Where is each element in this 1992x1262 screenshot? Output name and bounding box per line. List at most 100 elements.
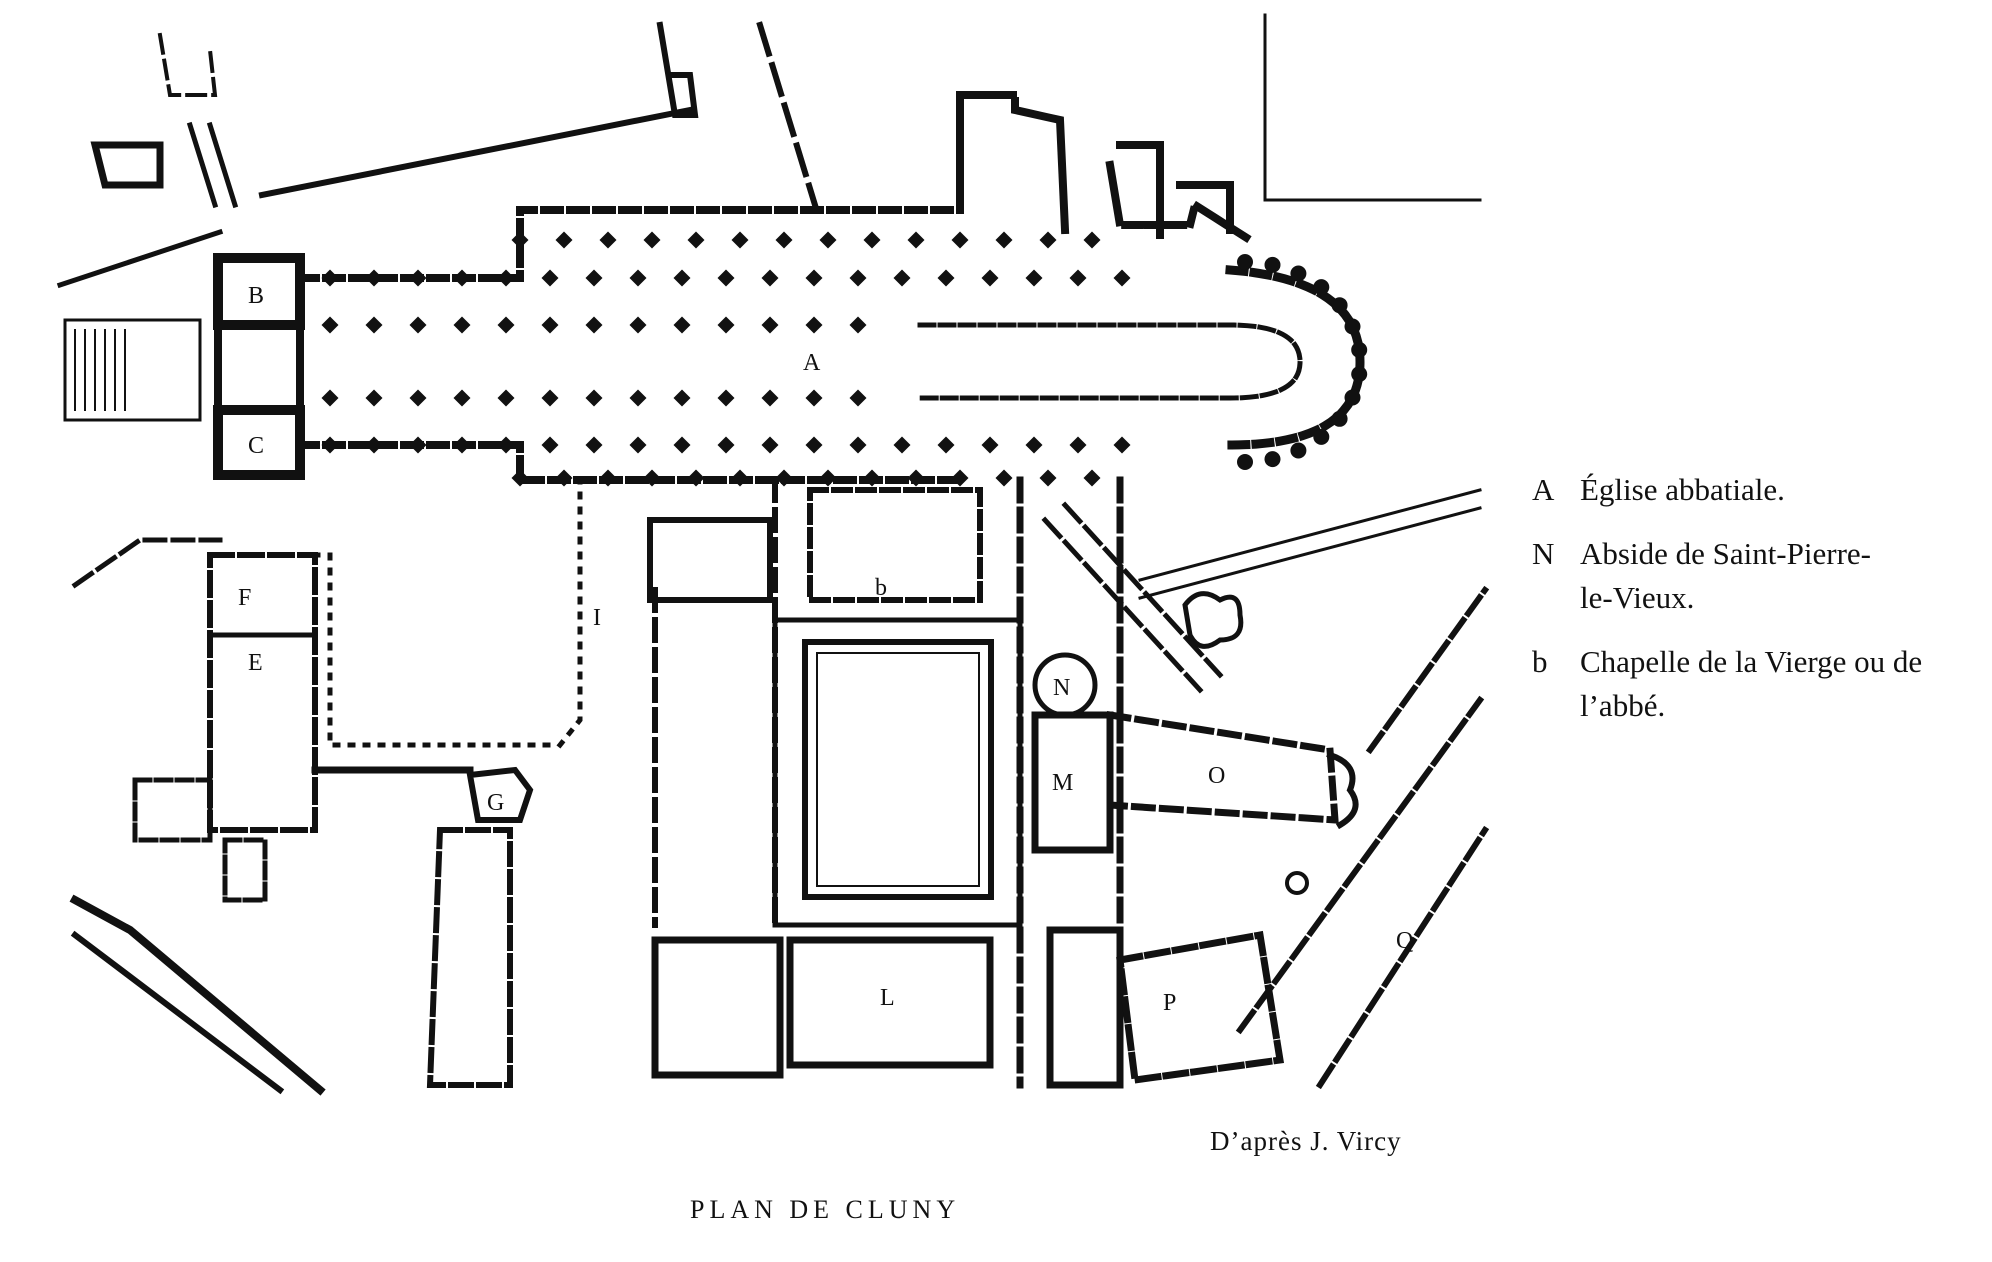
choir-enclosure (917, 322, 1303, 401)
small-circle (1285, 871, 1309, 895)
nave-pier (819, 231, 837, 249)
nave-pier (599, 231, 617, 249)
chevet-column (1264, 451, 1281, 468)
north-transept-2 (1105, 160, 1256, 246)
nave-pier (1039, 469, 1057, 487)
plan-label-b: B (248, 283, 264, 309)
cloister-garth-inner (816, 652, 980, 887)
nave-pier (937, 269, 955, 287)
nave-pier (541, 389, 559, 407)
nave-pier (907, 469, 925, 487)
nave-pier (1083, 231, 1101, 249)
nave-pier (673, 436, 691, 454)
nave-pier (453, 436, 471, 454)
west-buildings (132, 777, 268, 903)
nave-pier (585, 436, 603, 454)
chevet-column (1237, 254, 1253, 270)
legend-item: A Église abbatiale. (1532, 468, 1972, 512)
se-diagonal-1 (1315, 825, 1490, 1090)
building-o-apses (1326, 751, 1359, 830)
legend-letter: N (1532, 536, 1555, 571)
nave-pier (731, 231, 749, 249)
room-p (1116, 930, 1285, 1084)
nave-pier (541, 316, 559, 334)
nave-pier (321, 316, 339, 334)
nave-pier (585, 269, 603, 287)
nave-pier (511, 469, 529, 487)
cloister-walk (772, 617, 1023, 928)
plan-label-a: A (803, 350, 821, 376)
nave-pier (1113, 269, 1131, 287)
nave-pier (673, 316, 691, 334)
narthex-front (214, 321, 304, 414)
east-range (1016, 476, 1124, 1089)
nw-lines (186, 121, 239, 209)
nave-pier (907, 231, 925, 249)
nave-pier (643, 231, 661, 249)
nave-pier (951, 469, 969, 487)
nave-pier (981, 269, 999, 287)
chevet-column (1351, 366, 1368, 383)
nave-pier (643, 469, 661, 487)
legend-text: Église abbatiale. (1580, 472, 1785, 507)
nave-pier (805, 389, 823, 407)
nave-pier (761, 436, 779, 454)
nave-pier (863, 231, 881, 249)
building-o (1106, 710, 1339, 824)
nave-pier (511, 231, 529, 249)
north-path-dashed (756, 21, 819, 209)
nave-pier (365, 389, 383, 407)
legend-item: b Chapelle de la Vierge ou de l’abbé. (1532, 640, 1972, 728)
east-chapels (1116, 141, 1234, 239)
nave-pier (761, 269, 779, 287)
nave-pier (863, 469, 881, 487)
plan-label-b-lower: b (875, 575, 887, 601)
nave-pier (819, 469, 837, 487)
nave-pier (453, 389, 471, 407)
legend: A Église abbatiale. N Abside de Saint-Pi… (1532, 468, 1972, 748)
nave-pier (687, 231, 705, 249)
chevet-column (1313, 428, 1330, 445)
plan-label-o: O (1208, 763, 1225, 789)
nave-pier (541, 436, 559, 454)
nave-pier (1069, 436, 1087, 454)
west-range (652, 477, 778, 928)
nave-pier (629, 389, 647, 407)
nave-pier (365, 436, 383, 454)
se-diagonal-3 (1365, 585, 1490, 755)
west-steps (63, 318, 202, 422)
ne-corner-line (1263, 13, 1482, 202)
nave-pier (629, 316, 647, 334)
plan-label-p: P (1163, 990, 1176, 1016)
nave-pier (951, 231, 969, 249)
wing-ef (207, 552, 318, 833)
nave-pier (1039, 231, 1057, 249)
plan-label-m: M (1052, 770, 1073, 796)
nave-pier (849, 436, 867, 454)
nave-north-wall (296, 206, 964, 282)
legend-item: N Abside de Saint-Pierre-le-Vieux. (1532, 532, 1972, 620)
nave-pier (409, 436, 427, 454)
sw-road (70, 930, 285, 1095)
nave-pier (761, 316, 779, 334)
nave-pier (497, 436, 515, 454)
nave-pier (1025, 436, 1043, 454)
chevet-column (1237, 454, 1253, 470)
nave-pier (849, 389, 867, 407)
chevet-column (1290, 442, 1307, 459)
plan-label-l: L (880, 985, 895, 1011)
chevet-column (1313, 279, 1330, 296)
nave-pier (321, 389, 339, 407)
nave-pier (409, 269, 427, 287)
north-wall-line (258, 106, 694, 199)
nave-pier (731, 469, 749, 487)
nave-pier (805, 436, 823, 454)
nave-pier (497, 389, 515, 407)
nave-pier (1083, 469, 1101, 487)
north-road-line (56, 228, 224, 289)
nave-pier (995, 469, 1013, 487)
west-diagonal (71, 537, 223, 589)
nave-pier (585, 316, 603, 334)
nave-pier (453, 316, 471, 334)
nave-pier (717, 269, 735, 287)
